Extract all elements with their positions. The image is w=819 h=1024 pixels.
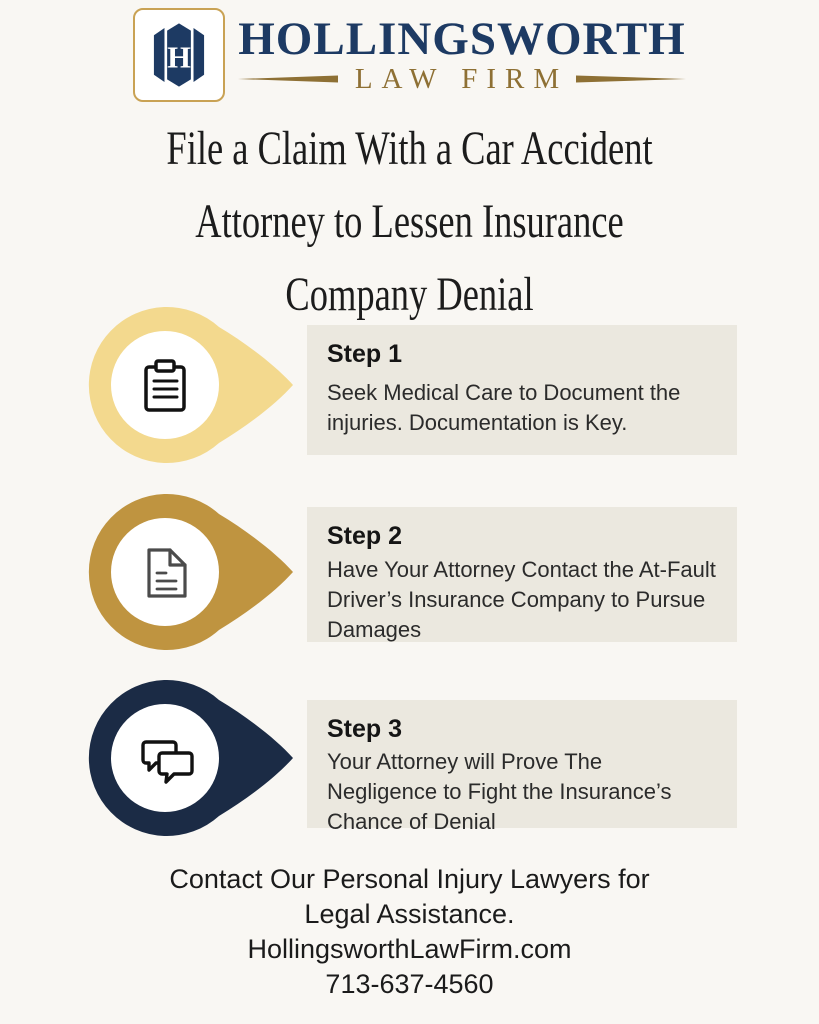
brand-subtitle-row: LAW FIRM xyxy=(237,62,687,96)
step-2-teardrop xyxy=(88,494,293,650)
footer-website: HollingsworthLawFirm.com xyxy=(247,934,572,964)
step-2-row: Step 2 Have Your Attorney Contact the At… xyxy=(0,490,819,654)
step-2-card: Step 2 Have Your Attorney Contact the At… xyxy=(307,507,737,642)
footer-contact-block: Contact Our Personal Injury Lawyers for … xyxy=(0,862,819,1002)
step-3-body: Your Attorney will Prove The Negligence … xyxy=(327,749,672,834)
step-1-card: Step 1 Seek Medical Care to Document the… xyxy=(307,325,737,455)
step-3-heading: Step 3 xyxy=(327,715,403,743)
brand-name: HOLLINGSWORTH xyxy=(238,13,686,65)
title-line-1: File a Claim With a Car Accident xyxy=(166,122,653,175)
left-taper-line xyxy=(237,75,338,83)
footer-phone: 713-637-4560 xyxy=(325,969,494,999)
hexagon-h-icon: H xyxy=(153,23,204,87)
step-1-row: Step 1 Seek Medical Care to Document the… xyxy=(0,303,819,467)
brand-subtitle: LAW FIRM xyxy=(354,63,569,95)
footer-contact-line-1: Contact Our Personal Injury Lawyers for xyxy=(169,864,650,894)
right-taper-line xyxy=(576,75,687,83)
step-1-heading: Step 1 xyxy=(327,340,403,368)
document-icon xyxy=(147,548,187,598)
logo-monogram-badge: H xyxy=(132,8,225,102)
step-2-heading: Step 2 xyxy=(327,522,403,550)
step-1-teardrop xyxy=(88,307,293,463)
step-2-body: Have Your Attorney Contact the At-Fault … xyxy=(327,557,716,642)
title-line-3: Company Denial xyxy=(285,268,534,321)
page-title: File a Claim With a Car Accident Attorne… xyxy=(98,112,720,331)
footer-contact-line-2: Legal Assistance. xyxy=(304,899,515,929)
step-3-teardrop xyxy=(88,680,293,836)
title-line-2: Attorney to Lessen Insurance xyxy=(195,195,624,248)
step-3-row: Step 3 Your Attorney will Prove The Negl… xyxy=(0,676,819,840)
logo-monogram-letter: H xyxy=(167,41,191,75)
logo-wordmark: HOLLINGSWORTH LAW FIRM xyxy=(237,13,687,96)
clipboard-icon xyxy=(144,359,186,412)
step-3-card: Step 3 Your Attorney will Prove The Negl… xyxy=(307,700,737,834)
chat-bubbles-icon xyxy=(141,740,194,784)
step-1-body: Seek Medical Care to Document the injuri… xyxy=(327,380,681,435)
law-firm-logo: H HOLLINGSWORTH LAW FIRM xyxy=(0,8,819,102)
